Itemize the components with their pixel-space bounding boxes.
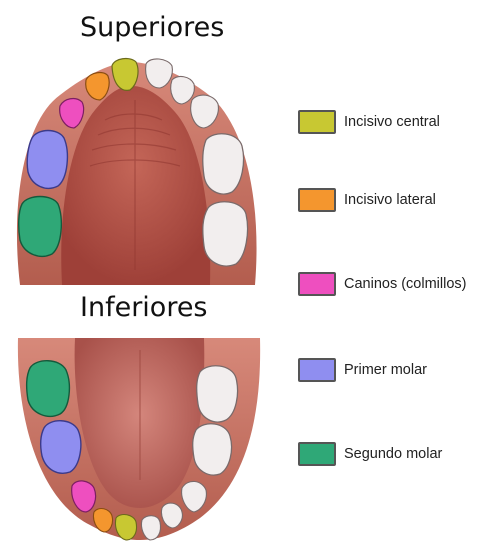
legend-swatch [298,188,336,212]
lower-tooth-right-5 [197,366,238,422]
upper-second-molar [19,197,62,257]
legend-item-central-incisor: Incisivo central [298,106,440,138]
legend-label: Primer molar [344,362,427,378]
legend-item-first-molar: Primer molar [298,354,427,386]
lower-arch [18,338,260,540]
upper-tooth-right-4 [203,134,244,194]
upper-tooth-right-5 [203,202,248,266]
lower-first-molar [41,421,81,473]
legend-item-second-molar: Segundo molar [298,438,442,470]
lower-lateral-incisor [93,509,112,532]
legend-swatch [298,358,336,382]
legend-swatch [298,272,336,296]
legend-swatch [298,442,336,466]
legend-label: Incisivo lateral [344,192,436,208]
lower-title: Inferiores [80,292,208,323]
upper-arch [17,59,257,285]
upper-first-molar [27,131,67,189]
legend-label: Segundo molar [344,446,442,462]
lower-second-molar [27,361,70,417]
legend-swatch [298,110,336,134]
upper-title: Superiores [80,12,224,43]
legend-label: Caninos (colmillos) [344,276,466,292]
lower-tooth-right-4 [193,424,232,475]
legend-item-lateral-incisor: Incisivo lateral [298,184,436,216]
legend-item-canines: Caninos (colmillos) [298,268,466,300]
legend-label: Incisivo central [344,114,440,130]
